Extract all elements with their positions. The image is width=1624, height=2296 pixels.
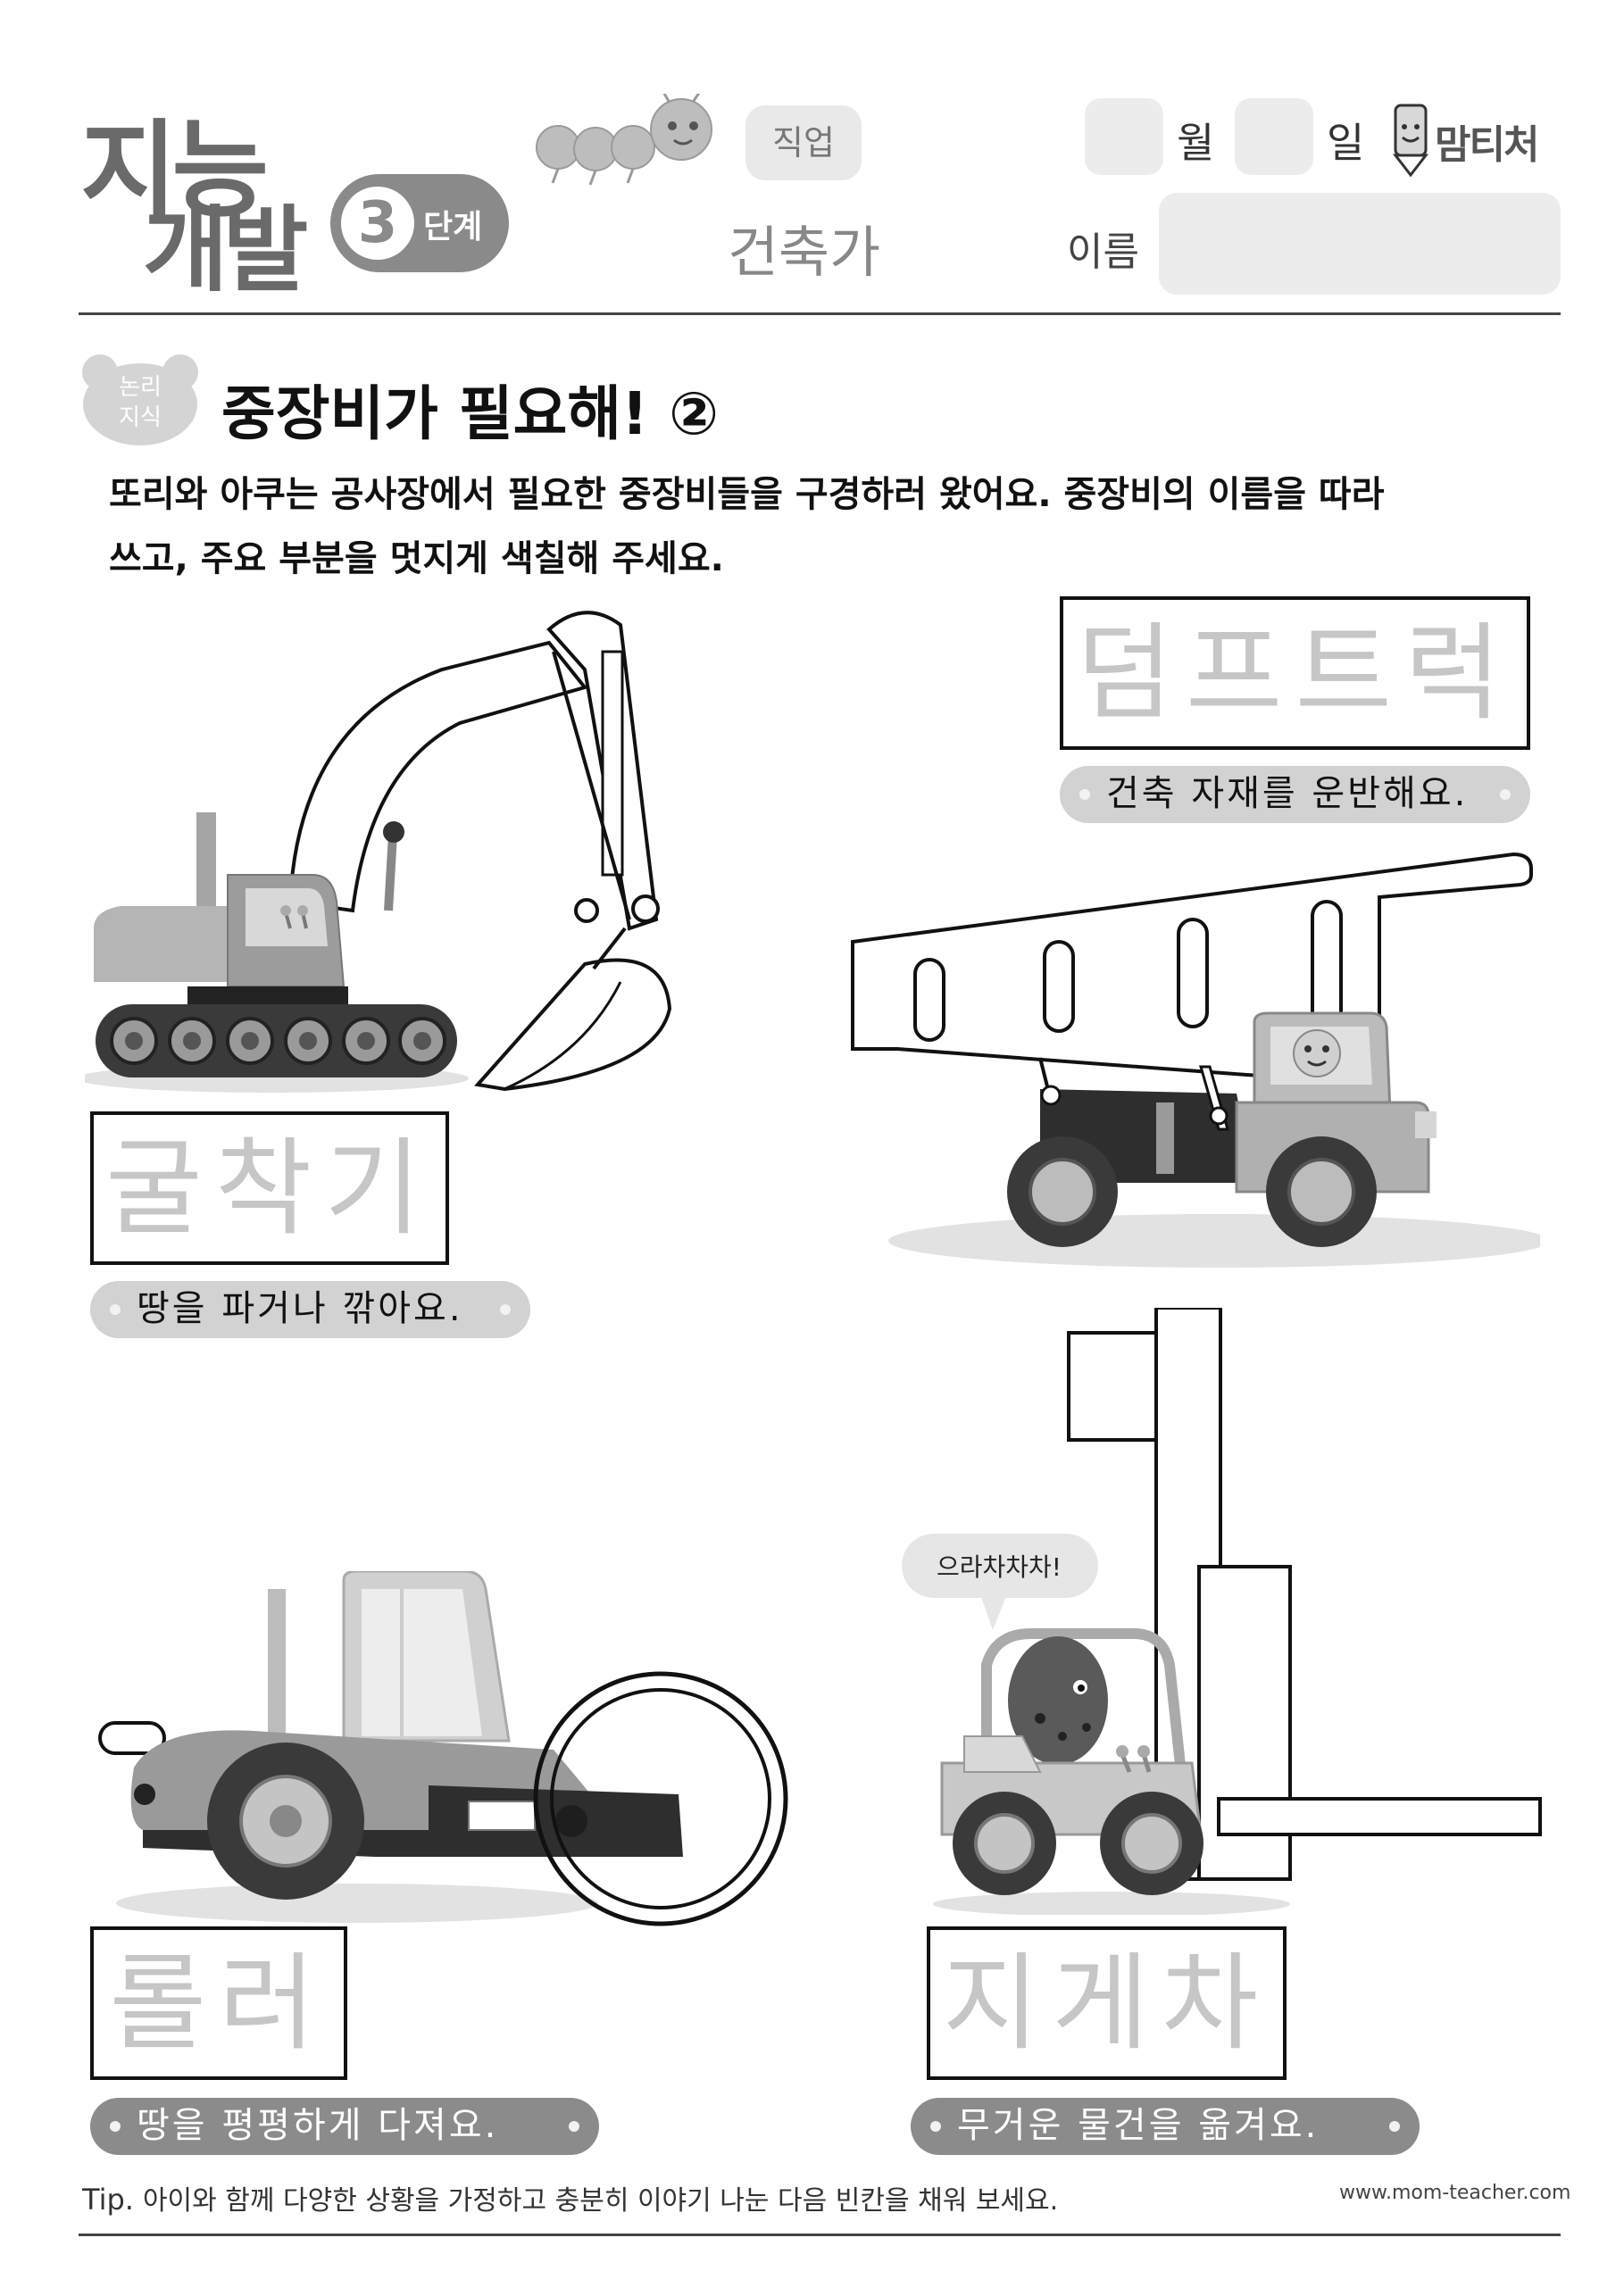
brand-logo: 맘티처: [1388, 96, 1567, 177]
instruction-line1: 또리와 아쿠는 공사장에서 필요한 중장비들을 구경하러 왔어요. 중장비의 이…: [109, 474, 1385, 515]
dump-truck-desc-text: 건축 자재를 운반해요.: [1106, 773, 1469, 814]
pill-dot-right: [1500, 789, 1511, 800]
tip-text: 아이와 함께 다양한 상황을 가정하고 충분히 이야기 나눈 다음 빈칸을 채워…: [142, 2185, 1059, 2217]
speech-bubble: 으라차차차!: [900, 1532, 1101, 1630]
subject-tag: 논리 지식: [79, 353, 202, 446]
pill-dot-left: [1079, 789, 1090, 800]
roller-desc-text: 땅을 평평하게 다져요.: [137, 2105, 499, 2146]
excavator-description: 땅을 파거나 깎아요.: [90, 1281, 530, 1338]
level-text: 단계: [423, 209, 483, 245]
pill-dot-left: [110, 1304, 121, 1315]
pill-dot-right: [1389, 2121, 1400, 2132]
forklift-desc-text: 무거운 물건을 옮겨요.: [957, 2105, 1320, 2146]
pencil-icon: [1392, 104, 1429, 177]
roller-description: 땅을 평평하게 다져요.: [90, 2098, 599, 2155]
level-number: 3: [341, 187, 414, 260]
dump-truck-illustration: [851, 852, 1540, 1268]
tag-line2: 지식: [119, 404, 162, 431]
month-label: 월: [1177, 119, 1215, 167]
website-link[interactable]: www.mom-teacher.com: [1339, 2182, 1571, 2204]
pill-dot-left: [110, 2121, 121, 2132]
pill-dot-right: [569, 2121, 579, 2132]
speech-text: 으라차차차!: [936, 1552, 1062, 1582]
excavator-name-box[interactable]: 굴착기: [90, 1111, 449, 1265]
section-title: 중장비가 필요해! ②: [221, 379, 719, 448]
dump-truck-name-box[interactable]: 덤프트럭: [1060, 596, 1530, 750]
job-title: 건축가: [728, 220, 881, 285]
instruction-line2: 쓰고, 주요 부분을 멋지게 색칠해 주세요.: [109, 538, 724, 579]
level-badge: 3 단계: [330, 174, 509, 272]
footer-divider: [79, 2234, 1561, 2236]
caterpillar-icon: [536, 94, 712, 186]
pill-dot-left: [930, 2121, 941, 2132]
tip-label: Tip.: [82, 2183, 134, 2217]
bear-tag-icon: [82, 354, 198, 445]
excavator-illustration: [85, 611, 672, 1093]
day-input[interactable]: [1235, 98, 1313, 175]
logo-line1: 지능: [80, 109, 269, 232]
pill-dot-right: [500, 1304, 511, 1315]
tag-line1: 논리: [119, 374, 162, 401]
logo-line2: 개발: [143, 195, 308, 304]
month-input[interactable]: [1085, 98, 1163, 175]
day-label: 일: [1327, 119, 1365, 167]
tip: Tip.아이와 함께 다양한 상황을 가정하고 충분히 이야기 나눈 다음 빈칸…: [82, 2178, 1058, 2217]
name-label: 이름: [1067, 229, 1139, 275]
roller-name-box[interactable]: 롤러: [90, 1926, 347, 2080]
instruction: 또리와 아쿠는 공사장에서 필요한 중장비들을 구경하러 왔어요. 중장비의 이…: [109, 462, 1555, 591]
roller-illustration: [98, 1571, 788, 1926]
excavator-desc-text: 땅을 파거나 깎아요.: [137, 1288, 463, 1329]
speech-bubble-shape: [902, 1534, 1098, 1630]
brand-text: 맘티처: [1435, 122, 1539, 168]
header-divider: [79, 312, 1561, 315]
category-badge: 직업: [745, 105, 862, 180]
dump-truck-description: 건축 자재를 운반해요.: [1060, 766, 1530, 823]
name-input[interactable]: [1159, 193, 1561, 295]
forklift-description: 무거운 물건을 옮겨요.: [911, 2098, 1420, 2155]
logo: 지능 개발 3 단계: [80, 85, 509, 304]
forklift-name-box[interactable]: 지게차: [927, 1926, 1287, 2080]
forklift-illustration: [933, 1308, 1542, 1915]
